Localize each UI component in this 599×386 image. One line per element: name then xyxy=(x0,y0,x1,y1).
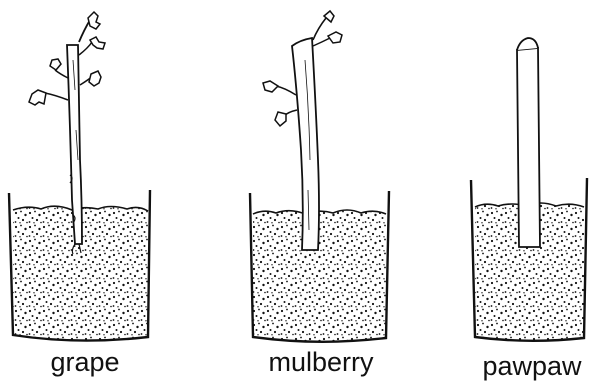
grape-leaf-right-lower xyxy=(89,71,101,86)
pawpaw-cut-top xyxy=(517,38,538,50)
grape-leaf-left-upper xyxy=(50,59,61,70)
grape-label: grape xyxy=(30,349,140,376)
mulberry-leaf-top xyxy=(324,11,334,22)
pawpaw-stem xyxy=(517,48,540,247)
mulberry-leaf-left-upper xyxy=(263,81,278,92)
pawpaw-cutting xyxy=(517,38,540,247)
grape-leaf-right-upper xyxy=(90,37,105,49)
mulberry-label: mulberry xyxy=(246,349,396,376)
mulberry-leaf-left-lower xyxy=(275,112,286,126)
grape-leaf-top xyxy=(88,12,100,29)
mulberry-leaf-right xyxy=(328,32,342,43)
grape-leaf-left-lower xyxy=(29,90,46,105)
pawpaw-label: pawpaw xyxy=(465,353,599,380)
